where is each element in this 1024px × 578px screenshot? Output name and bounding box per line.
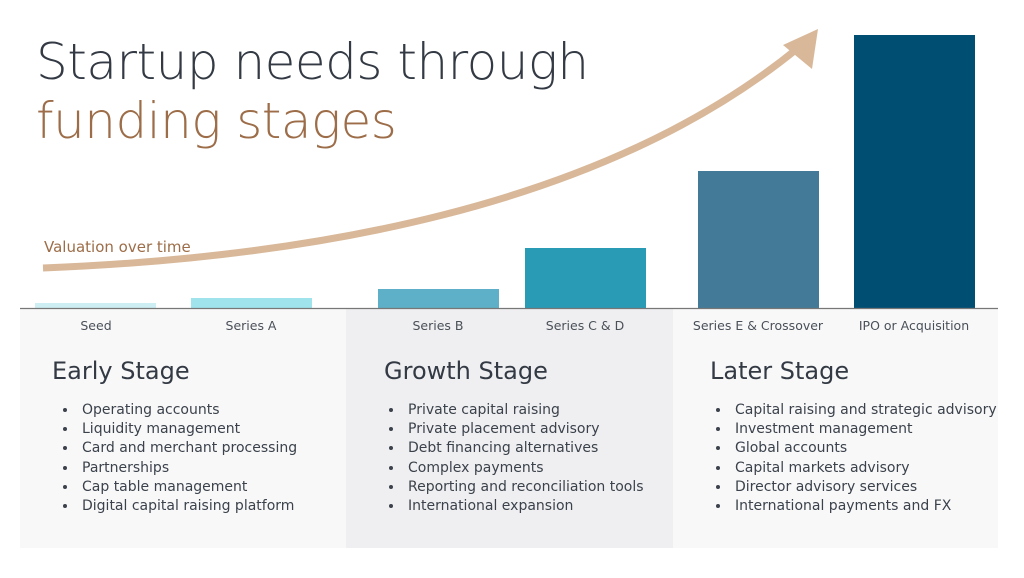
later-stage-panel: Later Stage Capital raising and strategi… <box>673 309 998 548</box>
category-label: Series B <box>412 318 464 333</box>
bar-seed <box>35 303 156 308</box>
stage-title: Early Stage <box>52 357 190 385</box>
list-item: Partnerships <box>78 459 297 478</box>
list-item: Investment management <box>731 420 997 439</box>
stage-needs-list: Private capital raising Private placemen… <box>386 401 644 516</box>
bar-series-c-d <box>525 248 646 308</box>
list-item: Complex payments <box>404 459 644 478</box>
stage-title: Growth Stage <box>384 357 548 385</box>
list-item: Reporting and reconciliation tools <box>404 478 644 497</box>
list-item: Debt financing alternatives <box>404 439 644 458</box>
title-line-2: funding stages <box>36 92 397 150</box>
bar-series-a <box>191 298 312 308</box>
early-stage-panel: Early Stage Operating accounts Liquidity… <box>20 309 346 548</box>
list-item: Digital capital raising platform <box>78 497 297 516</box>
category-label: Series E & Crossover <box>692 318 824 333</box>
valuation-label: Valuation over time <box>44 238 191 256</box>
category-label: Seed <box>80 318 112 333</box>
title-line-1: Startup needs through <box>36 33 589 91</box>
list-item: Capital raising and strategic advisory <box>731 401 997 420</box>
list-item: Global accounts <box>731 439 997 458</box>
list-item: International payments and FX <box>731 497 997 516</box>
valuation-arrow <box>42 45 801 272</box>
bar-ipo-or-acquisition <box>854 35 975 308</box>
list-item: Director advisory services <box>731 478 997 497</box>
bar-series-e-crossover <box>698 171 819 308</box>
list-item: Capital markets advisory <box>731 459 997 478</box>
arrow-head-icon <box>783 29 818 69</box>
category-label: Series A <box>225 318 277 333</box>
category-label: Series C & D <box>545 318 625 333</box>
list-item: Card and merchant processing <box>78 439 297 458</box>
list-item: Cap table management <box>78 478 297 497</box>
list-item: Operating accounts <box>78 401 297 420</box>
list-item: Liquidity management <box>78 420 297 439</box>
list-item: Private placement advisory <box>404 420 644 439</box>
category-label: IPO or Acquisition <box>858 318 970 333</box>
list-item: International expansion <box>404 497 644 516</box>
growth-stage-panel: Growth Stage Private capital raising Pri… <box>346 309 673 548</box>
stage-title: Later Stage <box>710 357 850 385</box>
bar-series-b <box>378 289 499 308</box>
list-item: Private capital raising <box>404 401 644 420</box>
stage-needs-list: Operating accounts Liquidity management … <box>60 401 297 516</box>
stage-needs-list: Capital raising and strategic advisory I… <box>713 401 997 516</box>
